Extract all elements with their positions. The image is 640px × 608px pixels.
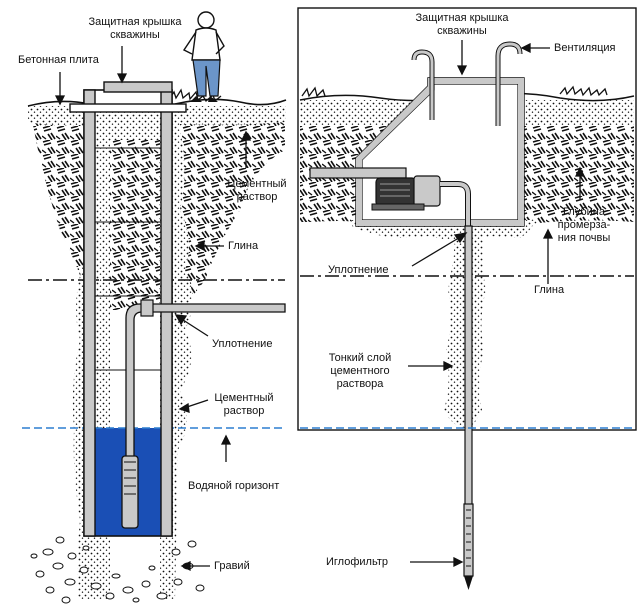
right-arrows [408,40,586,568]
right-well-cap-label: Защитная крышка скважины [415,12,509,37]
right-seal-label: Уплотнение [328,264,389,276]
right-wellpoint-diagram [297,7,637,590]
right-thin-cement-label: Тонкий слой цементного раствора [328,352,392,390]
left-well-cap [103,81,173,93]
left-gravel [30,536,205,604]
left-well-diagram [22,11,287,604]
right-frost-depth-label: Глубина промерза- ния почвы [557,206,611,244]
person-figure [182,11,225,102]
left-cement-mortar-bottom-label: Цементный раствор [214,392,274,417]
right-ventilation-label: Вентиляция [554,42,616,54]
right-clay-label: Глина [534,284,565,296]
right-outlet-pipe [309,167,407,179]
right-wellpoint-rod [464,225,473,507]
left-concrete-slab-label: Бетонная плита [18,54,99,66]
left-clay-label: Глина [228,240,259,252]
left-gravel-label: Гравий [214,560,250,572]
left-well-cap-label: Защитная крышка скважины [88,16,182,41]
left-cement-mortar-top-label: Цементный раствор [227,178,287,203]
right-wellpoint-filter [463,503,474,577]
left-water-table-label: Водяной горизонт [188,480,280,492]
left-arrows [54,46,252,572]
left-pipe [125,303,286,521]
left-seal-label: Уплотнение [212,338,273,350]
right-pump [371,175,441,211]
left-concrete-slab [69,103,187,113]
left-pump [121,455,139,529]
right-wellpoint-label: Иглофильтр [326,556,388,568]
